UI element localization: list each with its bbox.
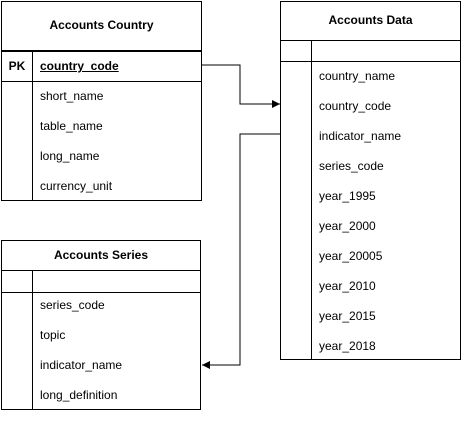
field-short-name[interactable]: short_name	[40, 89, 104, 103]
entity-title-accounts-data: Accounts Data	[328, 13, 413, 27]
field-series-code[interactable]: series_code	[319, 159, 384, 173]
field-year-1995[interactable]: year_1995	[319, 189, 376, 203]
field-long-definition[interactable]: long_definition	[40, 388, 118, 402]
entity-accounts-series[interactable]: Accounts Series series_code topic indica…	[1, 240, 201, 410]
header-divider	[281, 40, 460, 41]
entity-title-accounts-country: Accounts Country	[49, 18, 154, 32]
field-series-code[interactable]: series_code	[40, 298, 105, 312]
field-country-code[interactable]: country_code	[40, 59, 119, 73]
connector-country-to-data[interactable]	[202, 64, 280, 108]
header-divider	[2, 50, 201, 52]
field-indicator-name[interactable]: indicator_name	[40, 358, 123, 372]
entity-title-accounts-series: Accounts Series	[53, 248, 149, 262]
field-currency-unit[interactable]: currency_unit	[40, 179, 113, 193]
field-year-2010[interactable]: year_2010	[319, 279, 376, 293]
field-year-2000[interactable]: year_2000	[319, 219, 376, 233]
pk-divider	[2, 81, 201, 82]
key-row-divider	[2, 292, 200, 293]
field-long-name[interactable]: long_name	[40, 149, 100, 163]
field-year-20005[interactable]: year_20005	[319, 249, 383, 263]
pk-label: PK	[8, 59, 26, 73]
key-column-divider	[32, 270, 33, 409]
connector-data-to-series[interactable]	[202, 133, 280, 369]
field-topic[interactable]: topic	[40, 328, 66, 342]
field-table-name[interactable]: table_name	[40, 119, 103, 133]
field-indicator-name[interactable]: indicator_name	[319, 129, 402, 143]
entity-accounts-data[interactable]: Accounts Data country_name country_code …	[280, 1, 461, 360]
field-year-2015[interactable]: year_2015	[319, 309, 376, 323]
key-column-divider	[32, 51, 33, 200]
field-country-code[interactable]: country_code	[319, 99, 392, 113]
header-divider	[2, 270, 200, 271]
key-row-divider	[281, 61, 460, 62]
field-year-2018[interactable]: year_2018	[319, 339, 376, 353]
entity-accounts-country[interactable]: Accounts Country PK country_code short_n…	[1, 1, 202, 201]
field-country-name[interactable]: country_name	[319, 69, 396, 83]
key-column-divider	[311, 40, 312, 359]
